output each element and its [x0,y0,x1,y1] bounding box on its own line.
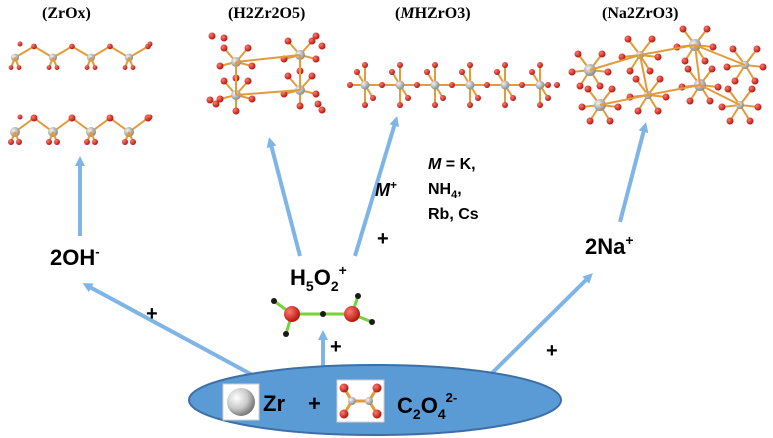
title-mhzro3-m: M [399,5,415,22]
oxalate-sub2: 2 [413,406,421,422]
title-mhzro3: (MHZrO3) [395,5,471,22]
h5o2-o: O [314,265,331,290]
plus-sign-center: + [330,336,342,358]
title-h2zr2o5: (H2Zr2O5) [228,5,305,22]
cation-m-charge: + [390,178,397,192]
title-zrox: (ZrOx) [42,5,91,22]
oxalate-charge: 2- [446,390,458,405]
mhzro3-structure-image [347,62,560,108]
reaction-arrows [75,116,649,380]
h5o2-molecule-image [271,293,375,337]
ellipse-plus: + [308,391,321,416]
oxalate-label: C2O42- [397,390,457,422]
sodium-charge: + [625,232,633,248]
h5o2-sub5: 5 [306,278,314,294]
plus-sign-cation: + [377,228,389,250]
arrow-h5o2-to-mhzro3 [353,116,400,257]
h5o2-label: H5O2+ [290,262,347,294]
arrow-h5o2-to-h2zr2o5 [266,137,302,257]
oxalate-c: C [397,393,413,418]
hydroxide-label: 2OH- [50,244,100,270]
cation-list-nh: NH [428,181,451,198]
title-na2zro3: (Na2ZrO3) [602,5,678,22]
title-mhzro3-open: ( [395,5,400,22]
h5o2-sub2: 2 [331,278,339,294]
zr-atom-box [222,383,260,421]
hydroxide-text: 2OH [50,245,95,270]
hydroxide-charge: - [95,244,99,259]
title-mhzro3-rest: HZrO3) [415,5,471,22]
zrox-structure-image [8,41,153,145]
cation-list-m: M [428,156,442,173]
arrow-ellipse-to-na [485,273,593,380]
cation-list-nh-tail: , [457,181,461,198]
cation-list-nh-sub: 4 [451,189,458,201]
cation-list-line2: NH4, [428,181,462,201]
plus-sign-left: + [146,303,158,325]
na2zro3-structure-image [568,25,767,125]
cation-m-label: M+ [375,178,397,200]
oxalate-o: O [421,393,438,418]
oxalate-sub4: 4 [438,406,446,422]
sodium-label: 2Na+ [585,232,634,259]
arrow-ellipse-to-oh [82,283,259,380]
h5o2-h: H [290,265,306,290]
cation-m: M [375,180,391,200]
oxalate-molecule-box [336,379,385,423]
cation-list-line3: Rb, Cs [428,206,479,223]
arrow-na-to-na2zro3 [618,122,649,223]
sodium-text: 2Na [585,234,626,259]
plus-sign-right: + [546,340,558,362]
zr-label: Zr [263,391,285,416]
cation-list-eq: = K, [441,156,475,173]
h5o2-charge: + [339,262,347,278]
h2zr2o5-structure-image [206,32,326,115]
zr-atom-icon [227,388,255,416]
cation-list-line1: M = K, [428,156,476,173]
